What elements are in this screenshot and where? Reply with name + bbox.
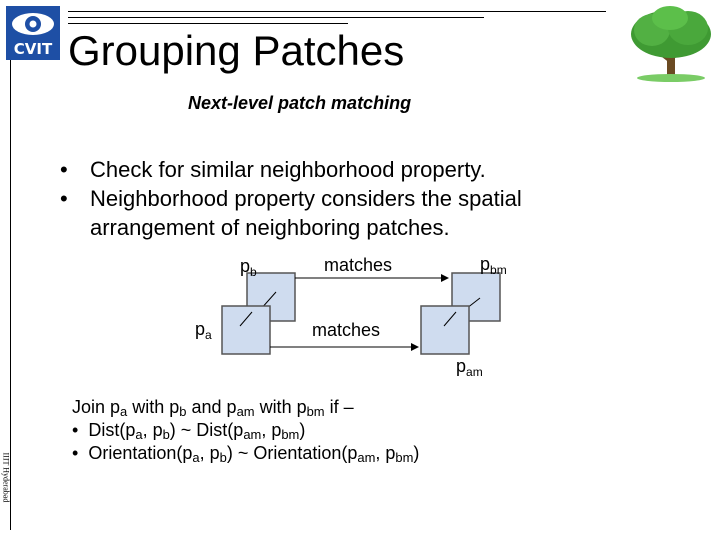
join-text: with p: [254, 397, 307, 417]
bullet-text: Neighborhood property considers the spat…: [90, 186, 522, 240]
join-line: Join pa with pb and pam with pbm if –: [72, 396, 419, 419]
patch-pam: [420, 305, 470, 355]
join-bullet-item: • Dist(pa, pb) ~ Dist(pam, pbm): [72, 419, 419, 442]
join-text: ) ~ Dist(p: [169, 420, 244, 440]
join-text: Join p: [72, 397, 121, 417]
join-text: ) ~ Orientation(p: [226, 443, 358, 463]
join-sub: b: [219, 450, 227, 466]
bullet-dot: •: [72, 443, 79, 463]
join-sub: bm: [306, 404, 325, 420]
join-text: ): [413, 443, 420, 463]
page-title: Grouping Patches: [68, 27, 405, 74]
orientation-line-pam: [443, 311, 457, 327]
bullet-item: • Neighborhood property considers the spa…: [60, 184, 580, 242]
header-rule-1: [68, 11, 606, 12]
join-sub: a: [120, 404, 128, 420]
header-rule-3: [68, 23, 348, 24]
header-rule-2: [68, 17, 484, 18]
join-sub: bm: [395, 450, 414, 466]
join-text: with p: [127, 397, 180, 417]
side-rule: [10, 60, 11, 530]
label-pbm: pbm: [480, 254, 507, 277]
join-text: ): [299, 420, 306, 440]
label-pb: pb: [240, 256, 257, 279]
matches-bottom-label: matches: [312, 320, 380, 340]
join-text: if –: [324, 397, 354, 417]
join-sub: a: [192, 450, 200, 466]
tree-icon: [631, 6, 711, 82]
logo-text: CVIT: [13, 40, 53, 58]
join-sub: am: [236, 404, 255, 420]
patch-matching-diagram: pb pa pbm pam matches matches: [195, 254, 507, 379]
join-text: Dist(p: [88, 420, 136, 440]
join-text: , p: [261, 420, 282, 440]
label-pam: pam: [456, 356, 483, 379]
join-sub: bm: [281, 427, 300, 443]
join-sub: a: [135, 427, 143, 443]
join-sub: b: [162, 427, 170, 443]
subtitle: Next-level patch matching: [188, 93, 412, 113]
join-bullet-item: • Orientation(pa, pb) ~ Orientation(pam,…: [72, 442, 419, 465]
join-bullet-list: • Dist(pa, pb) ~ Dist(pam, pbm) • Orient…: [72, 419, 419, 465]
label-pa: pa: [195, 319, 212, 342]
join-text: , p: [142, 420, 163, 440]
bullet-dot: •: [60, 186, 68, 211]
bullet-dot: •: [72, 420, 79, 440]
matches-top-label: matches: [324, 255, 392, 275]
join-text: Orientation(p: [88, 443, 193, 463]
bullet-item: • Check for similar neighborhood property…: [60, 155, 580, 184]
join-text: , p: [375, 443, 396, 463]
orientation-line-pa: [239, 311, 253, 327]
bullet-text: Check for similar neighborhood property.: [90, 157, 486, 182]
join-sub: am: [357, 450, 376, 466]
cvit-logo: [6, 6, 60, 60]
join-sub: am: [243, 427, 262, 443]
join-text: , p: [199, 443, 220, 463]
join-condition: Join pa with pb and pam with pbm if – • …: [72, 396, 419, 465]
join-text: and p: [186, 397, 237, 417]
watermark: IIIT Hyderabad: [1, 452, 11, 503]
bullet-dot: •: [60, 157, 68, 182]
join-sub: b: [179, 404, 187, 420]
patch-pa: [221, 305, 271, 355]
bullet-list: • Check for similar neighborhood property…: [60, 155, 580, 242]
